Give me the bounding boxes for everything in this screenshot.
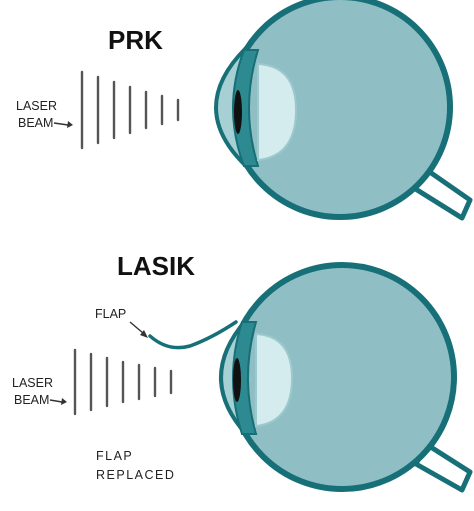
prk-laser-arrow-icon — [53, 121, 73, 128]
lasik-panel: LASIK FLAP LASER — [12, 251, 473, 493]
prk-laser-label-line2: BEAM — [18, 116, 53, 130]
prk-pupil — [234, 90, 242, 134]
lasik-flap-label: FLAP — [95, 307, 126, 321]
lasik-flap — [148, 320, 238, 350]
prk-eye — [214, 0, 473, 221]
lasik-eye — [148, 262, 473, 493]
lasik-title: LASIK — [117, 251, 195, 281]
lasik-lens — [255, 332, 294, 428]
lasik-laser-label-line1: LASER — [12, 376, 53, 390]
lasik-laser-label-line2: BEAM — [14, 393, 49, 407]
prk-lens — [257, 62, 298, 162]
prk-laser-beam — [80, 70, 180, 150]
lasik-pupil — [233, 358, 241, 402]
lasik-flap-arrow-icon — [129, 321, 148, 338]
prk-panel: PRK LASER BEAM — [16, 0, 473, 221]
lasik-iris — [232, 321, 258, 435]
lasik-laser-beam — [73, 348, 173, 416]
lasik-laser-arrow-icon — [49, 398, 67, 405]
lasik-flap-replaced-line2: REPLACED — [96, 468, 175, 482]
prk-laser-label-line1: LASER — [16, 99, 57, 113]
prk-iris — [232, 49, 260, 167]
prk-title: PRK — [108, 25, 163, 55]
lasik-flap-replaced-line1: FLAP — [96, 449, 133, 463]
